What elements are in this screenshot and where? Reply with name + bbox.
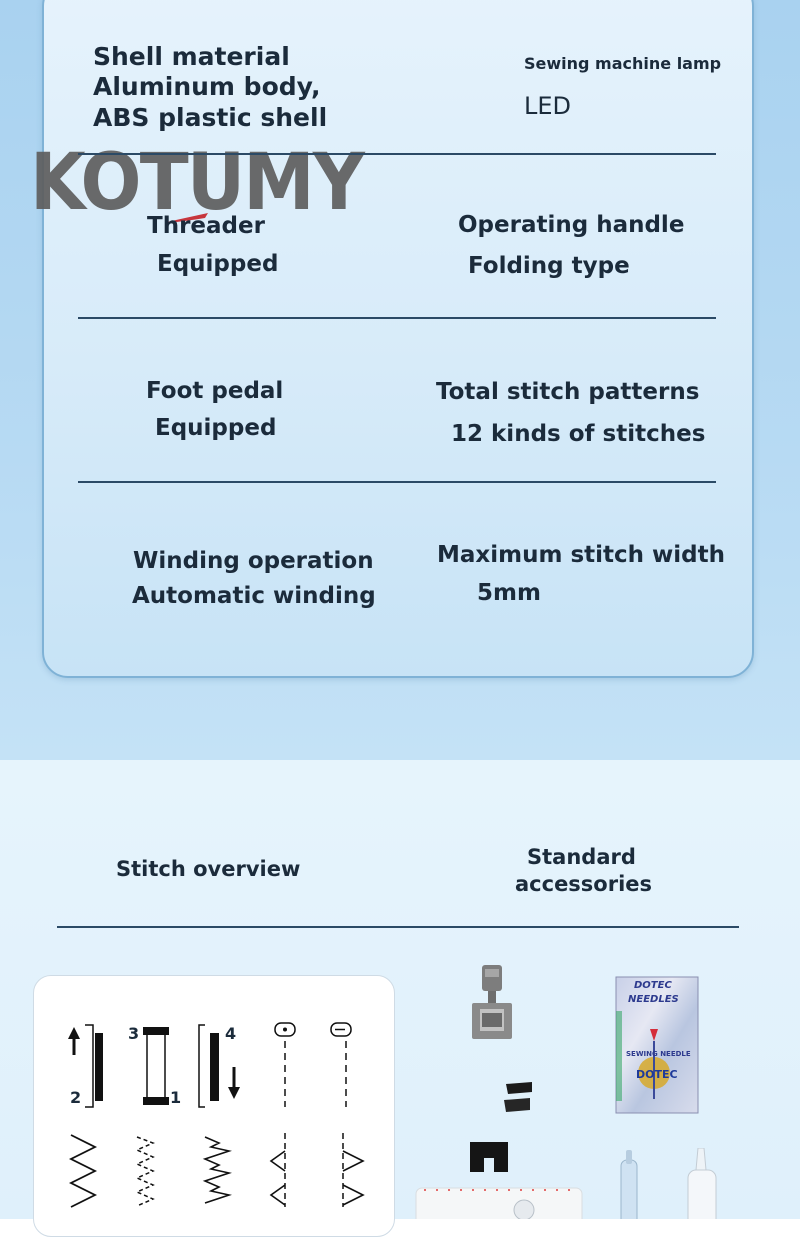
- stretch-blind-hem-icon: [342, 1133, 365, 1207]
- lamp-value: LED: [524, 92, 572, 120]
- buttonhole-foot-icon: [470, 1142, 508, 1172]
- bobbin-case-icon: [415, 1187, 583, 1219]
- straight-stitch-left-icon: [274, 1022, 296, 1107]
- threader-label: Threader: [147, 213, 265, 239]
- seam-ripper-icon: [620, 1150, 638, 1219]
- threader-value: Equipped: [157, 251, 279, 277]
- accessories-heading-2: accessories: [515, 872, 653, 896]
- stitch-number-2: 2: [70, 1088, 82, 1107]
- needle-pack-logo: DOTEC: [636, 1068, 678, 1081]
- stitch-number-3: 3: [128, 1024, 140, 1043]
- shell-material-value-1: Aluminum body,: [93, 72, 321, 101]
- oil-bottle-icon: [687, 1148, 717, 1219]
- stitch-number-1: 1: [170, 1088, 182, 1107]
- hook-part-icon: [504, 1082, 532, 1112]
- stitch-patterns-diagram: [68, 1022, 365, 1208]
- overlock-stitch-icon: [202, 1136, 232, 1204]
- section-divider: [57, 926, 739, 928]
- handle-value: Folding type: [468, 253, 630, 279]
- three-step-zigzag-icon: [135, 1136, 155, 1207]
- divider-3: [78, 481, 716, 483]
- needle-pack-icon: [615, 976, 699, 1114]
- winding-label: Winding operation: [133, 548, 374, 574]
- lamp-label: Sewing machine lamp: [524, 54, 722, 73]
- patterns-label: Total stitch patterns: [436, 379, 700, 405]
- stitch-width-label: Maximum stitch width: [437, 542, 725, 568]
- buttonhole-stitch-icon: [68, 1024, 103, 1108]
- stitch-number-4: 4: [225, 1024, 237, 1043]
- foot-pedal-value: Equipped: [155, 415, 277, 441]
- needle-pack-brand-1: DOTEC: [634, 980, 672, 991]
- buttonhole-bartack-icon: [143, 1027, 169, 1105]
- buttonhole-reverse-icon: [198, 1024, 240, 1108]
- divider-1: [78, 153, 716, 155]
- stitch-overview-heading: Stitch overview: [116, 857, 301, 881]
- specs-card: [42, 0, 754, 678]
- shell-material-label: Shell material: [93, 42, 290, 71]
- zigzag-stitch-icon: [68, 1134, 98, 1208]
- handle-label: Operating handle: [458, 212, 685, 238]
- shell-material-value-2: ABS plastic shell: [93, 103, 328, 132]
- patterns-value: 12 kinds of stitches: [451, 421, 706, 447]
- brand-swoosh-icon: [167, 213, 208, 223]
- accessories-heading-1: Standard: [527, 845, 636, 869]
- foot-pedal-label: Foot pedal: [146, 378, 284, 404]
- presser-foot-icon: [472, 965, 512, 1039]
- divider-2: [78, 317, 716, 319]
- needle-pack-side-text: SEWING NEEDLE: [626, 1050, 691, 1058]
- blind-hem-stitch-icon: [269, 1133, 286, 1207]
- needle-pack-brand-2: NEEDLES: [628, 994, 679, 1005]
- stitch-width-value: 5mm: [477, 580, 541, 606]
- winding-value: Automatic winding: [132, 583, 376, 609]
- straight-stitch-center-icon: [330, 1022, 352, 1107]
